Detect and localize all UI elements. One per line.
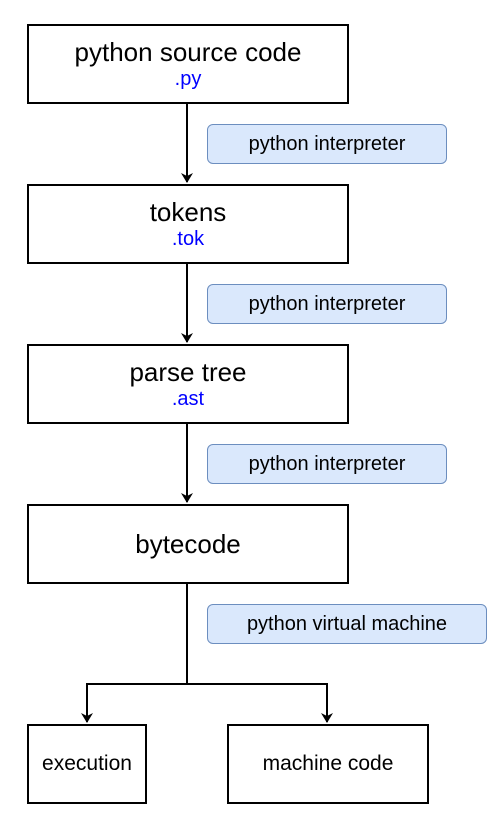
edge-bytecode-to-machine-code	[187, 683, 333, 723]
node-extension: .tok	[171, 228, 205, 250]
node-tokens: tokens .tok	[27, 184, 349, 264]
node-title: machine code	[262, 752, 394, 775]
node-extension: .ast	[171, 388, 205, 410]
node-title: parse tree	[129, 357, 247, 387]
node-bytecode: bytecode	[27, 504, 349, 584]
node-title: bytecode	[135, 529, 241, 559]
node-extension: .py	[174, 68, 202, 90]
node-machine-code: machine code	[227, 724, 429, 804]
node-title: execution	[42, 752, 132, 775]
edge-bytecode-to-execution	[81, 584, 188, 723]
step-label-interpreter-3: python interpreter	[207, 444, 447, 484]
node-title: python source code	[74, 37, 302, 67]
node-title: tokens	[149, 197, 227, 227]
node-execution: execution	[27, 724, 147, 804]
step-label-interpreter-1: python interpreter	[207, 124, 447, 164]
node-python-source-code: python source code .py	[27, 24, 349, 104]
step-label-interpreter-2: python interpreter	[207, 284, 447, 324]
step-label-virtual-machine: python virtual machine	[207, 604, 487, 644]
node-parse-tree: parse tree .ast	[27, 344, 349, 424]
